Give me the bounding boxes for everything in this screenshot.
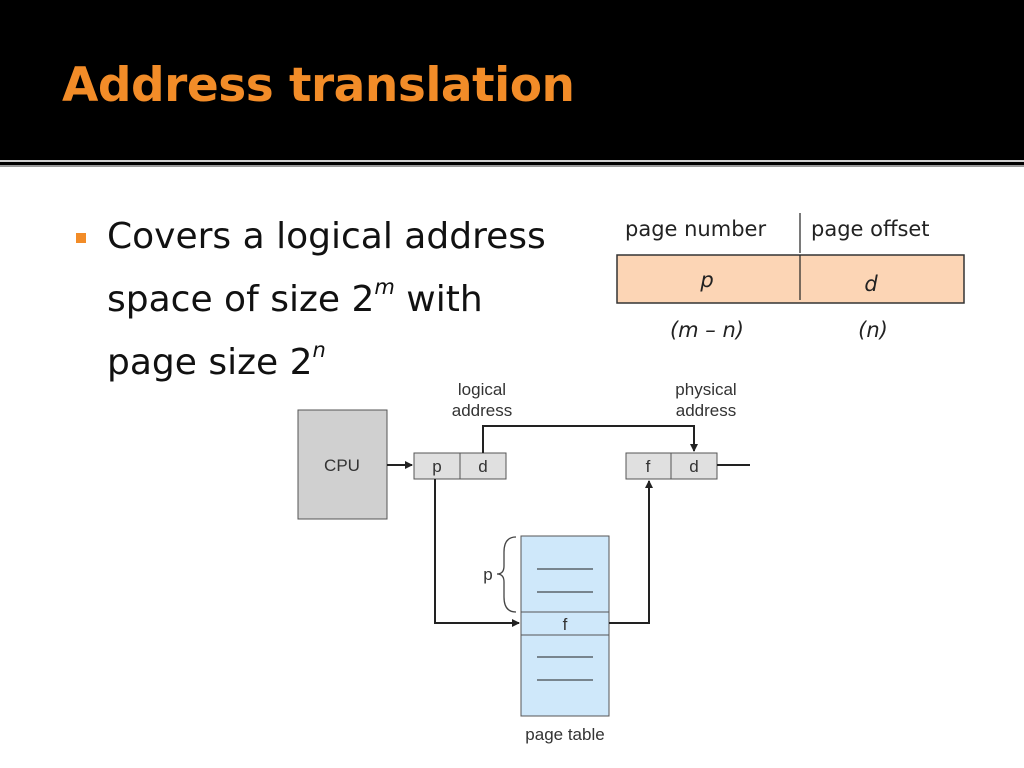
divider-line — [0, 160, 1024, 162]
bullet-line-1: Covers a logical address — [107, 216, 546, 257]
bullet-line-2-suffix: with — [394, 279, 483, 320]
page-number-header: page number — [625, 217, 766, 241]
cpu-label: CPU — [324, 456, 360, 475]
divider-line-secondary — [0, 165, 1024, 167]
title-bar: Address translation — [0, 0, 1024, 160]
bullet-line-2-prefix: space of size 2 — [107, 279, 375, 320]
brace-p-label: p — [483, 565, 492, 584]
page-table-caption: page table — [525, 725, 604, 744]
physical-offset-field — [670, 452, 718, 480]
brace-icon — [496, 536, 517, 613]
cpu-box — [297, 409, 388, 520]
slide-title: Address translation — [62, 58, 575, 113]
page-offset-header: page offset — [811, 217, 930, 241]
address-format-cell-row — [616, 254, 965, 304]
page-offset-cell: d — [864, 272, 878, 296]
offset-passthrough-arrow — [482, 425, 698, 453]
exponent-m: m — [374, 275, 395, 299]
physical-label-line-1: physical — [675, 380, 736, 399]
logical-p-label: p — [432, 457, 441, 476]
logical-label-line-2: address — [452, 401, 512, 420]
physical-d-label: d — [689, 457, 698, 476]
page-offset-size: (n) — [858, 318, 888, 342]
logical-label-line-1: logical — [458, 380, 506, 399]
address-format: page number page offset p d (m – n) (n) — [616, 213, 965, 342]
frame-number-arrow — [609, 480, 653, 624]
bullet-point: Covers a logical address space of size 2… — [107, 210, 587, 390]
page-number-lookup-arrow — [434, 479, 520, 627]
bullet-square-icon — [76, 233, 86, 243]
exponent-n: n — [312, 338, 326, 362]
logical-page-field — [413, 452, 461, 480]
bullet-line-3-prefix: page size 2 — [107, 342, 313, 383]
physical-f-label: f — [646, 457, 651, 476]
translation-diagram: CPU logical address physical address p d… — [297, 380, 750, 744]
logical-d-label: d — [478, 457, 487, 476]
page-number-size: (m – n) — [670, 318, 744, 342]
physical-label-line-2: address — [676, 401, 736, 420]
page-table — [520, 535, 610, 717]
page-table-frame-entry: f — [563, 615, 568, 634]
page-number-cell: p — [699, 268, 713, 292]
